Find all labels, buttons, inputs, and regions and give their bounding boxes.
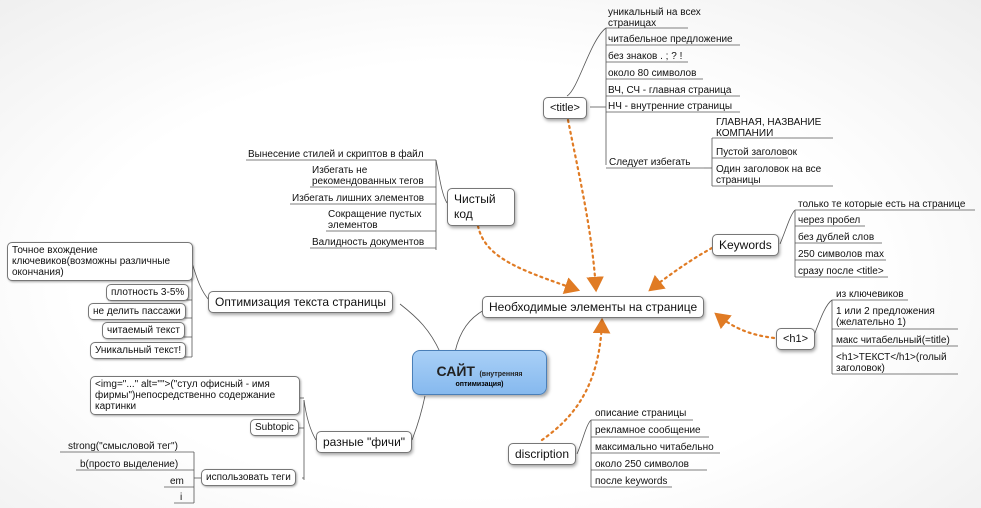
use-tags-node[interactable]: использовать теги (201, 469, 296, 486)
central-topic-subtitle-a: (внутренняя (479, 371, 523, 378)
description-item[interactable]: максимально читабельно (595, 442, 714, 453)
node-required-elements[interactable]: Необходимые элементы на странице (482, 296, 705, 318)
central-topic-title: САЙТ (436, 363, 475, 379)
node-keywords[interactable]: Keywords (712, 234, 779, 256)
text-opt-item[interactable]: читаемый текст (102, 322, 185, 339)
keywords-item[interactable]: без дублей слов (798, 232, 875, 243)
keywords-item[interactable]: сразу после <title> (798, 266, 884, 277)
description-item[interactable]: рекламное сообщение (595, 425, 701, 436)
node-title-tag[interactable]: <title> (543, 97, 587, 119)
avoid-item[interactable]: Пустой заголовок (716, 147, 798, 158)
text-opt-item[interactable]: плотность 3-5% (106, 284, 190, 301)
description-item[interactable]: после keywords (595, 476, 668, 487)
arrow-description (540, 317, 611, 442)
text-opt-item[interactable]: не делить пассажи (88, 303, 186, 320)
img-alt-note[interactable]: <img="..." alt="">("стул офисный - имя ф… (90, 376, 300, 415)
text-opt-item[interactable]: Уникальный текст! (90, 342, 187, 359)
clean-code-item[interactable]: Сокращение пустых элементов (328, 209, 422, 231)
title-item[interactable]: читабельное предложение (608, 34, 733, 45)
keywords-item[interactable]: 250 символов max (798, 249, 884, 260)
avoid-item[interactable]: Один заголовок на все страницы (716, 164, 822, 186)
description-item[interactable]: описание страницы (595, 408, 687, 419)
link-center-required (454, 309, 485, 353)
node-h1[interactable]: <h1> (776, 328, 816, 350)
subtopic-node[interactable]: Subtopic (250, 419, 299, 436)
avoid-item[interactable]: ГЛАВНАЯ, НАЗВАНИЕ КОМПАНИИ (716, 117, 822, 139)
clean-code-item[interactable]: Вынесение стилей и скриптов в файл (248, 149, 424, 160)
arrow-title (566, 118, 604, 293)
node-description[interactable]: discription (508, 443, 577, 465)
description-item[interactable]: около 250 символов (595, 459, 689, 470)
clean-code-item[interactable]: Избегать не рекомендованных тегов (312, 165, 424, 187)
clean-code-item[interactable]: Избегать лишних элементов (292, 193, 425, 204)
h1-item[interactable]: из ключевиков (836, 289, 904, 300)
avoid-label[interactable]: Следует избегать (609, 157, 691, 168)
central-topic-subtitle-b: оптимизация) (455, 381, 504, 388)
link-center-features (411, 395, 426, 441)
tag-item[interactable]: strong("смысловой тег") (68, 441, 178, 452)
node-clean-code[interactable]: Чистый код (447, 188, 515, 226)
clean-code-item[interactable]: Валидность документов (312, 237, 425, 248)
link-center-textopt (399, 303, 441, 353)
node-text-optimization[interactable]: Оптимизация текста страницы (208, 291, 394, 313)
title-item[interactable]: ВЧ, СЧ - главная страница (608, 85, 732, 96)
tag-item[interactable]: i (180, 492, 183, 503)
text-opt-item[interactable]: Точное вхождение ключевиков(возможны раз… (7, 242, 193, 281)
title-item[interactable]: около 80 символов (608, 68, 697, 79)
node-features[interactable]: разные "фичи" (316, 431, 413, 453)
h1-item[interactable]: <h1>ТЕКСТ</h1>(голый заголовок) (836, 352, 947, 374)
arrow-cleancode (476, 224, 581, 295)
tag-item[interactable]: em (170, 476, 184, 487)
title-item[interactable]: уникальный на всех страницах (608, 7, 701, 29)
h1-item[interactable]: макс читабельный(=title) (836, 335, 950, 346)
h1-item[interactable]: 1 или 2 предложения (желательно 1) (836, 306, 935, 328)
arrow-keywords (648, 246, 714, 292)
keywords-item[interactable]: через пробел (798, 215, 861, 226)
arrow-h1 (714, 312, 776, 340)
keywords-item[interactable]: только те которые есть на странице (798, 199, 966, 210)
title-item[interactable]: без знаков . ; ? ! (608, 51, 683, 62)
central-topic[interactable]: САЙТ (внутренняя оптимизация) (412, 350, 547, 395)
tag-item[interactable]: b(просто выделение) (80, 459, 179, 470)
title-item[interactable]: НЧ - внутренние страницы (608, 101, 733, 112)
